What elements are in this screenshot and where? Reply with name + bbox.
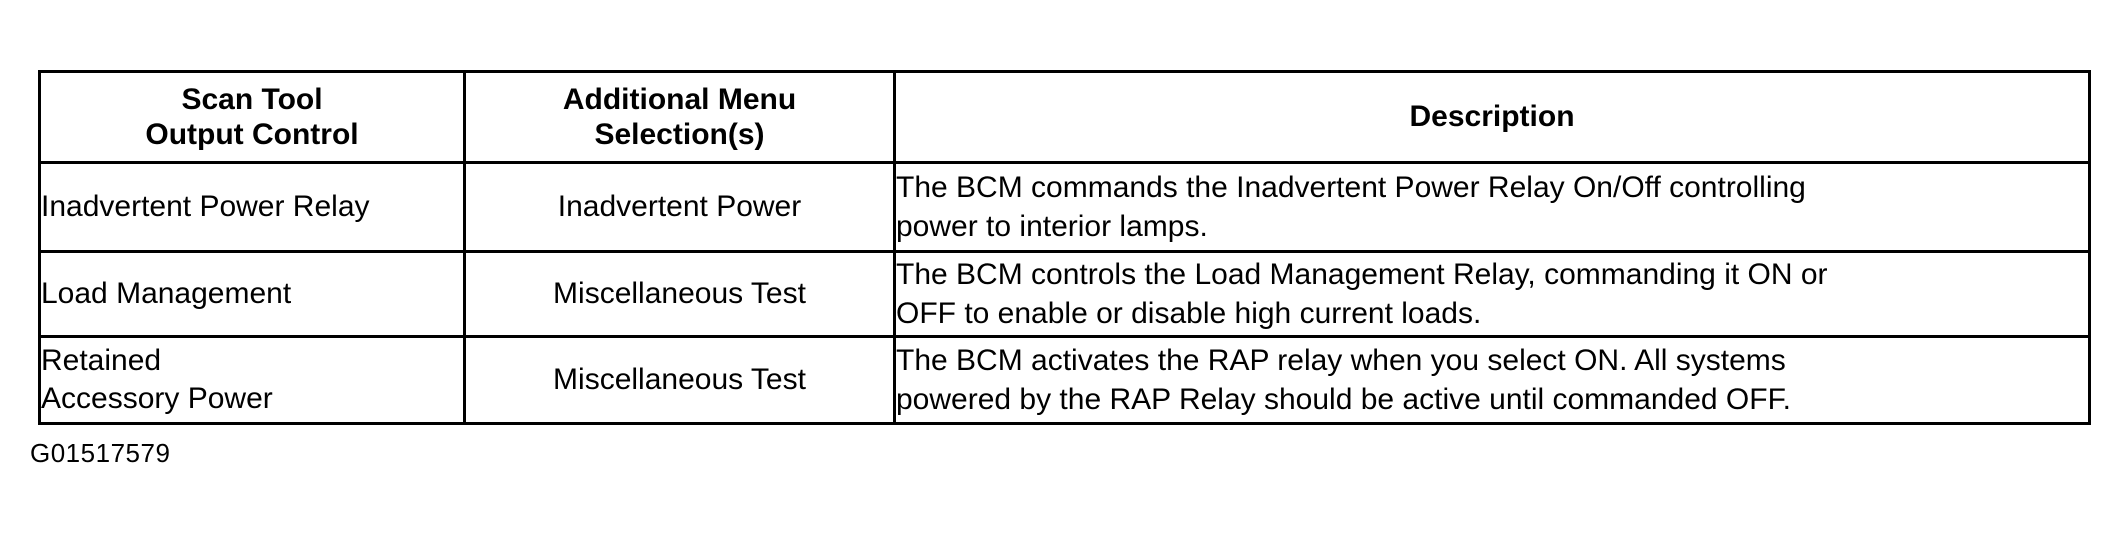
cell-line: Inadvertent Power Relay [41,189,370,223]
cell-line: OFF to enable or disable high current lo… [896,297,1482,330]
cell-line: powered by the RAP Relay should be activ… [896,383,1791,416]
table-header: Scan Tool Output Control Additional Menu… [38,70,2091,164]
table-row: Load Management Miscellaneous Test The B… [38,250,2091,338]
cell-line: The BCM controls the Load Management Rel… [896,258,1828,291]
cell-scan-tool-output-control: Retained Accessory Power [38,335,466,425]
column-header-additional-menu-selection: Additional Menu Selection(s) [463,70,896,164]
column-header-scan-tool-output-control: Scan Tool Output Control [38,70,466,164]
cell-description: The BCM activates the RAP relay when you… [893,335,2091,425]
cell-line: Retained [41,343,162,377]
cell-additional-menu-selection: Miscellaneous Test [463,250,896,338]
column-header-line: Additional Menu [562,82,797,116]
scan-tool-output-control-table: Scan Tool Output Control Additional Menu… [38,70,2091,425]
column-header-line: Output Control [145,118,359,151]
table-body: Inadvertent Power Relay Inadvertent Powe… [38,161,2091,425]
cell-line: power to interior lamps. [896,210,1208,243]
table-row: Retained Accessory Power Miscellaneous T… [38,335,2091,425]
column-header-description: Description [893,70,2091,164]
figure-id-caption: G01517579 [30,438,171,468]
cell-scan-tool-output-control: Inadvertent Power Relay [38,161,466,253]
table-row: Inadvertent Power Relay Inadvertent Powe… [38,161,2091,253]
cell-line: The BCM activates the RAP relay when you… [896,344,1786,377]
cell-description: The BCM controls the Load Management Rel… [893,250,2091,338]
cell-description: The BCM commands the Inadvertent Power R… [893,161,2091,253]
cell-additional-menu-selection: Miscellaneous Test [463,335,896,425]
cell-line: Load Management [41,276,292,310]
cell-line: The BCM commands the Inadvertent Power R… [896,171,1806,204]
cell-scan-tool-output-control: Load Management [38,250,466,338]
cell-additional-menu-selection: Inadvertent Power [463,161,896,253]
table-header-row: Scan Tool Output Control Additional Menu… [38,70,2091,164]
cell-line: Accessory Power [41,382,273,415]
column-header-line: Scan Tool [181,82,323,116]
column-header-line: Selection(s) [594,118,765,151]
